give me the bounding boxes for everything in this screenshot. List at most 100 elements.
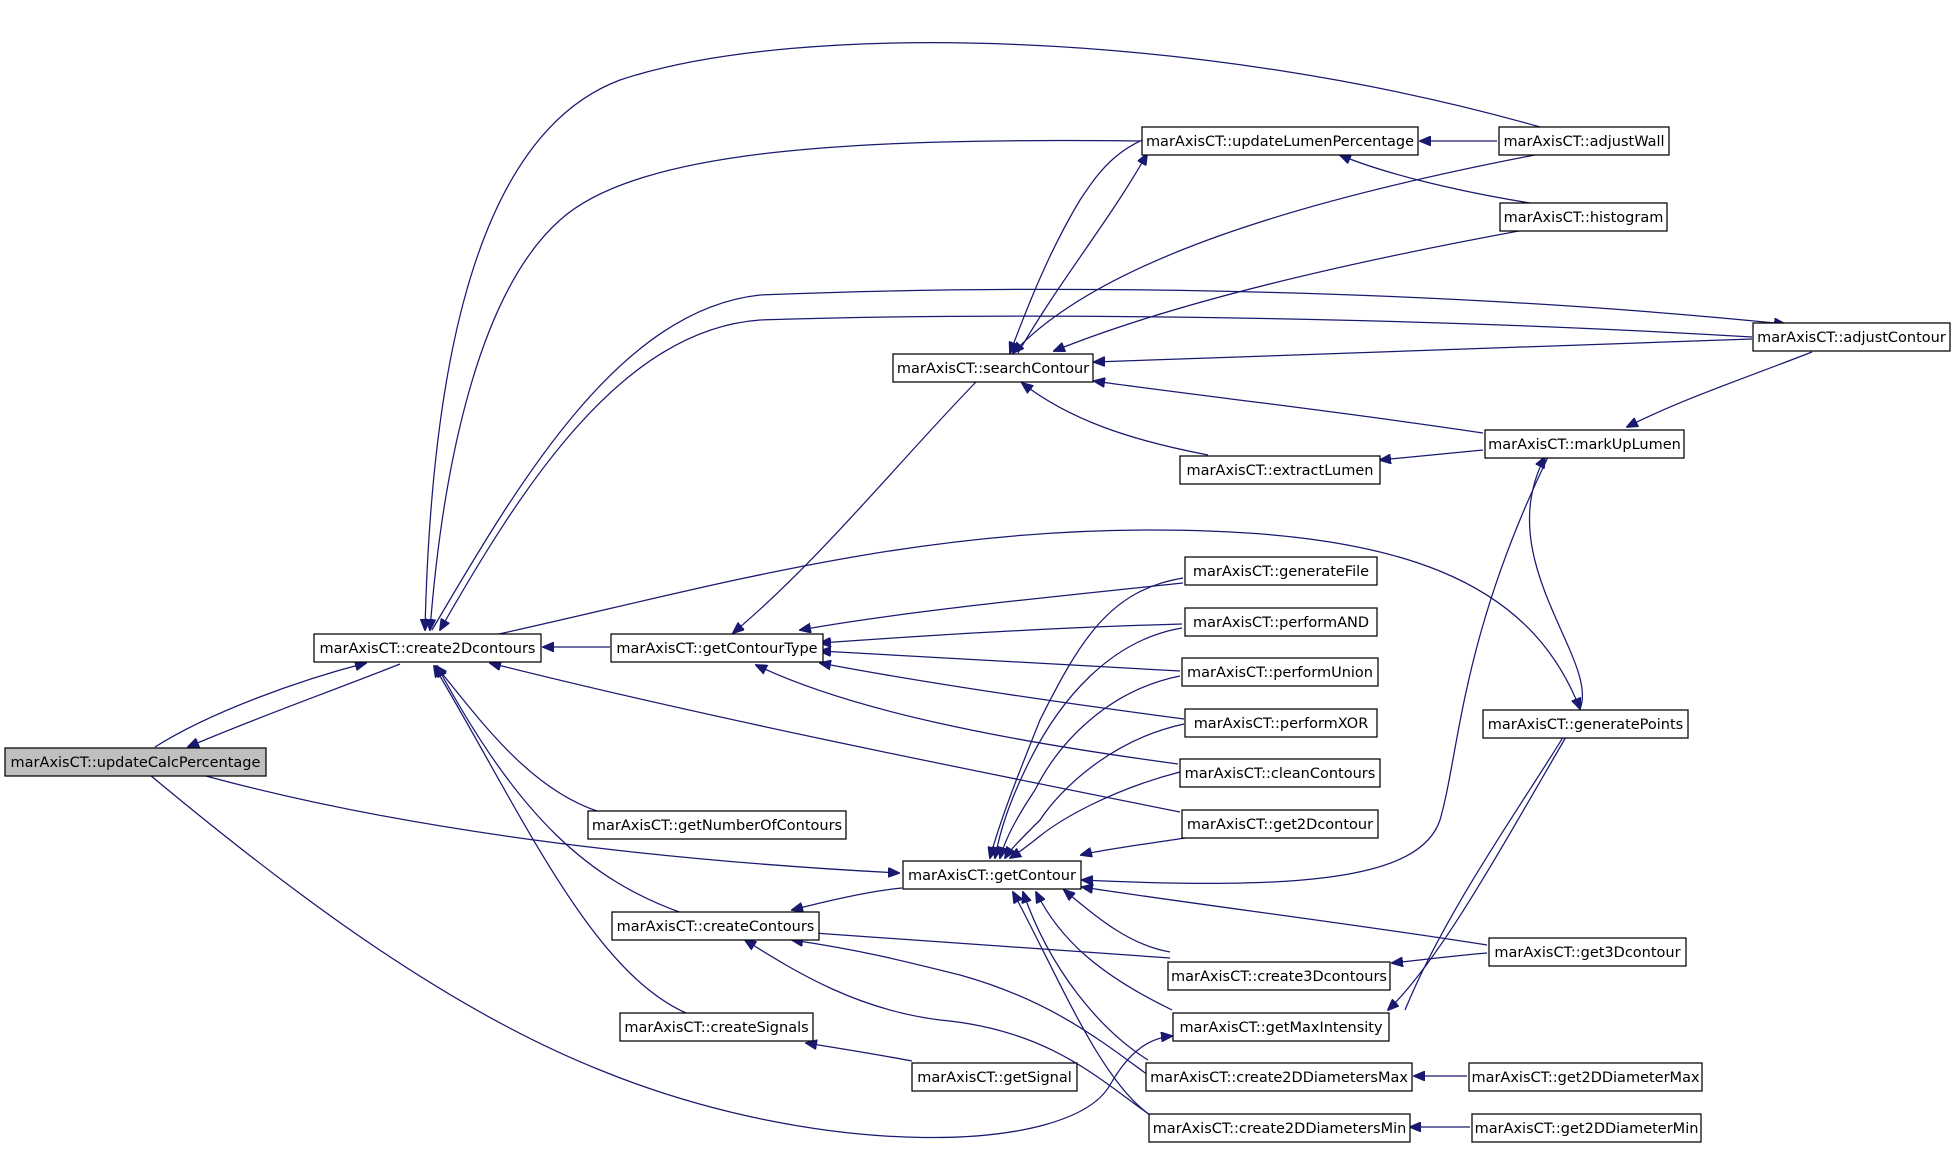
node-label: marAxisCT::adjustWall	[1503, 134, 1664, 150]
node-create2-dcontours[interactable]: marAxisCT::create2Dcontours	[313, 633, 542, 663]
edge-searchcontour-to-getcontourtype	[733, 381, 977, 633]
node-label: marAxisCT::performAND	[1193, 615, 1369, 631]
node-label: marAxisCT::adjustContour	[1757, 330, 1946, 346]
edge-generatefile-to-getcontour	[990, 577, 1184, 858]
node-adjust-wall[interactable]: marAxisCT::adjustWall	[1498, 126, 1670, 156]
node-box	[611, 911, 820, 941]
node-get-contour-type[interactable]: marAxisCT::getContourType	[610, 633, 824, 663]
node-box	[1172, 1012, 1390, 1042]
node-adjust-contour[interactable]: marAxisCT::adjustContour	[1752, 322, 1951, 352]
node-box	[1181, 809, 1379, 839]
node-create2-d-diameters-min[interactable]: marAxisCT::create2DDiametersMin	[1148, 1113, 1411, 1143]
edge-performunion-to-getcontourtype	[820, 651, 1181, 672]
node-get-max-intensity[interactable]: marAxisCT::getMaxIntensity	[1172, 1012, 1390, 1042]
node-get-contour[interactable]: marAxisCT::getContour	[902, 860, 1082, 890]
edges-layer	[149, 42, 1813, 1139]
node-label: marAxisCT::get2DDiameterMin	[1475, 1121, 1699, 1137]
node-create2-d-diameters-max[interactable]: marAxisCT::create2DDiametersMax	[1145, 1062, 1413, 1092]
node-update-lumen-percentage[interactable]: marAxisCT::updateLumenPercentage	[1141, 126, 1419, 156]
node-get2-d-diameter-max[interactable]: marAxisCT::get2DDiameterMax	[1468, 1062, 1703, 1092]
edge-generatepoints-to-createsignals	[1388, 736, 1567, 1010]
node-create-signals[interactable]: marAxisCT::createSignals	[619, 1012, 814, 1042]
node-box	[1141, 126, 1419, 156]
node-get-number-of-contours[interactable]: marAxisCT::getNumberOfContours	[587, 810, 847, 840]
node-get2-d-diameter-min[interactable]: marAxisCT::get2DDiameterMin	[1471, 1113, 1702, 1143]
edge-create2dcontours-to-adjustcontour	[431, 288, 1785, 631]
node-label: marAxisCT::create2DDiametersMin	[1153, 1121, 1407, 1137]
edge-performxor-to-getcontour	[1005, 723, 1185, 858]
edge-createsignals-to-create2dcontours	[434, 666, 687, 1014]
node-label: marAxisCT::generateFile	[1193, 564, 1369, 580]
edge-create2dcontours-to-updatecalcpercentage	[188, 663, 401, 747]
node-mark-up-lumen[interactable]: marAxisCT::markUpLumen	[1484, 429, 1685, 459]
node-generate-points[interactable]: marAxisCT::generatePoints	[1482, 709, 1689, 739]
node-box	[587, 810, 847, 840]
edge-updatecalcpercentage-to-getcontour	[194, 772, 899, 873]
edge-updatelumenpercentage-to-create2dcontours	[430, 139, 1141, 630]
node-box	[313, 633, 542, 663]
node-update-calc-percentage[interactable]: marAxisCT::updateCalcPercentage	[4, 747, 267, 777]
node-generate-file[interactable]: marAxisCT::generateFile	[1184, 556, 1378, 586]
node-label: marAxisCT::create2Dcontours	[320, 641, 536, 657]
node-label: marAxisCT::get2DDiameterMax	[1471, 1070, 1700, 1086]
node-box	[1179, 758, 1381, 788]
edge-updatelumenpercentage-to-searchcontour	[1010, 127, 1181, 353]
node-label: marAxisCT::markUpLumen	[1488, 437, 1681, 453]
node-perform-union[interactable]: marAxisCT::performUnion	[1181, 657, 1379, 687]
node-histogram[interactable]: marAxisCT::histogram	[1499, 202, 1668, 232]
node-box	[1181, 657, 1379, 687]
edge-getsignal-to-createsignals	[806, 1043, 913, 1062]
edge-updatecalcpercentage-to-create2dcontours	[154, 663, 366, 748]
edge-cleancontours-to-getcontour	[1010, 771, 1181, 858]
node-box	[1179, 455, 1381, 485]
node-box	[1184, 708, 1378, 738]
node-create-contours[interactable]: marAxisCT::createContours	[611, 911, 820, 941]
node-label: marAxisCT::performXOR	[1194, 716, 1369, 732]
node-clean-contours[interactable]: marAxisCT::cleanContours	[1179, 758, 1381, 788]
node-box	[619, 1012, 814, 1042]
edge-adjustcontour-to-create2dcontours	[440, 315, 1753, 630]
node-get2-dcontour[interactable]: marAxisCT::get2Dcontour	[1181, 809, 1379, 839]
node-search-contour[interactable]: marAxisCT::searchContour	[892, 353, 1094, 383]
edge-markuplumen-to-getcontour	[1082, 456, 1549, 883]
node-label: marAxisCT::histogram	[1504, 210, 1664, 226]
edge-get3dcontour-to-create3dcontours	[1392, 952, 1488, 963]
node-box	[1468, 1062, 1703, 1092]
node-box	[1488, 937, 1687, 967]
node-box	[902, 860, 1082, 890]
node-perform-and[interactable]: marAxisCT::performAND	[1184, 607, 1378, 637]
edge-createcontours-to-create2dcontours	[437, 666, 683, 914]
node-label: marAxisCT::create2DDiametersMax	[1150, 1070, 1408, 1086]
node-box	[1498, 126, 1670, 156]
node-box	[1184, 607, 1378, 637]
edge-cleancontours-to-getcontourtype	[756, 665, 1179, 765]
edge-extractlumen-to-searchcontour	[1022, 383, 1209, 456]
node-label: marAxisCT::extractLumen	[1187, 463, 1374, 479]
node-label: marAxisCT::updateLumenPercentage	[1146, 134, 1414, 150]
node-label: marAxisCT::createContours	[617, 919, 815, 935]
edge-getnumberofcontours-to-create2dcontours	[436, 666, 601, 813]
edge-performunion-to-getcontour	[1000, 675, 1181, 858]
node-label: marAxisCT::createSignals	[624, 1020, 808, 1036]
node-extract-lumen[interactable]: marAxisCT::extractLumen	[1179, 455, 1381, 485]
edge-getcontour-to-createcontours	[792, 887, 903, 910]
edge-create2ddiametersmin-to-getcontour	[1013, 892, 1151, 1116]
node-box	[610, 633, 824, 663]
edge-histogram-to-searchcontour	[1054, 228, 1531, 351]
node-box	[1484, 429, 1685, 459]
edge-getmaxintensity-to-getcontour	[1036, 892, 1173, 1011]
node-box	[1499, 202, 1668, 232]
node-label: marAxisCT::getSignal	[917, 1070, 1072, 1086]
node-get3-dcontour[interactable]: marAxisCT::get3Dcontour	[1488, 937, 1687, 967]
node-perform-xor[interactable]: marAxisCT::performXOR	[1184, 708, 1378, 738]
node-get-signal[interactable]: marAxisCT::getSignal	[911, 1062, 1078, 1092]
edge-get3dcontour-to-getcontour	[1082, 887, 1488, 946]
node-box	[1471, 1113, 1702, 1143]
node-label: marAxisCT::getContour	[908, 868, 1076, 884]
node-box	[1167, 961, 1391, 991]
edge-adjustwall-to-create2dcontours	[425, 42, 1541, 630]
edge-create2ddiametersmin-to-createcontours	[745, 940, 1151, 1116]
node-label: marAxisCT::getNumberOfContours	[592, 818, 842, 834]
node-create3-dcontours[interactable]: marAxisCT::create3Dcontours	[1167, 961, 1391, 991]
